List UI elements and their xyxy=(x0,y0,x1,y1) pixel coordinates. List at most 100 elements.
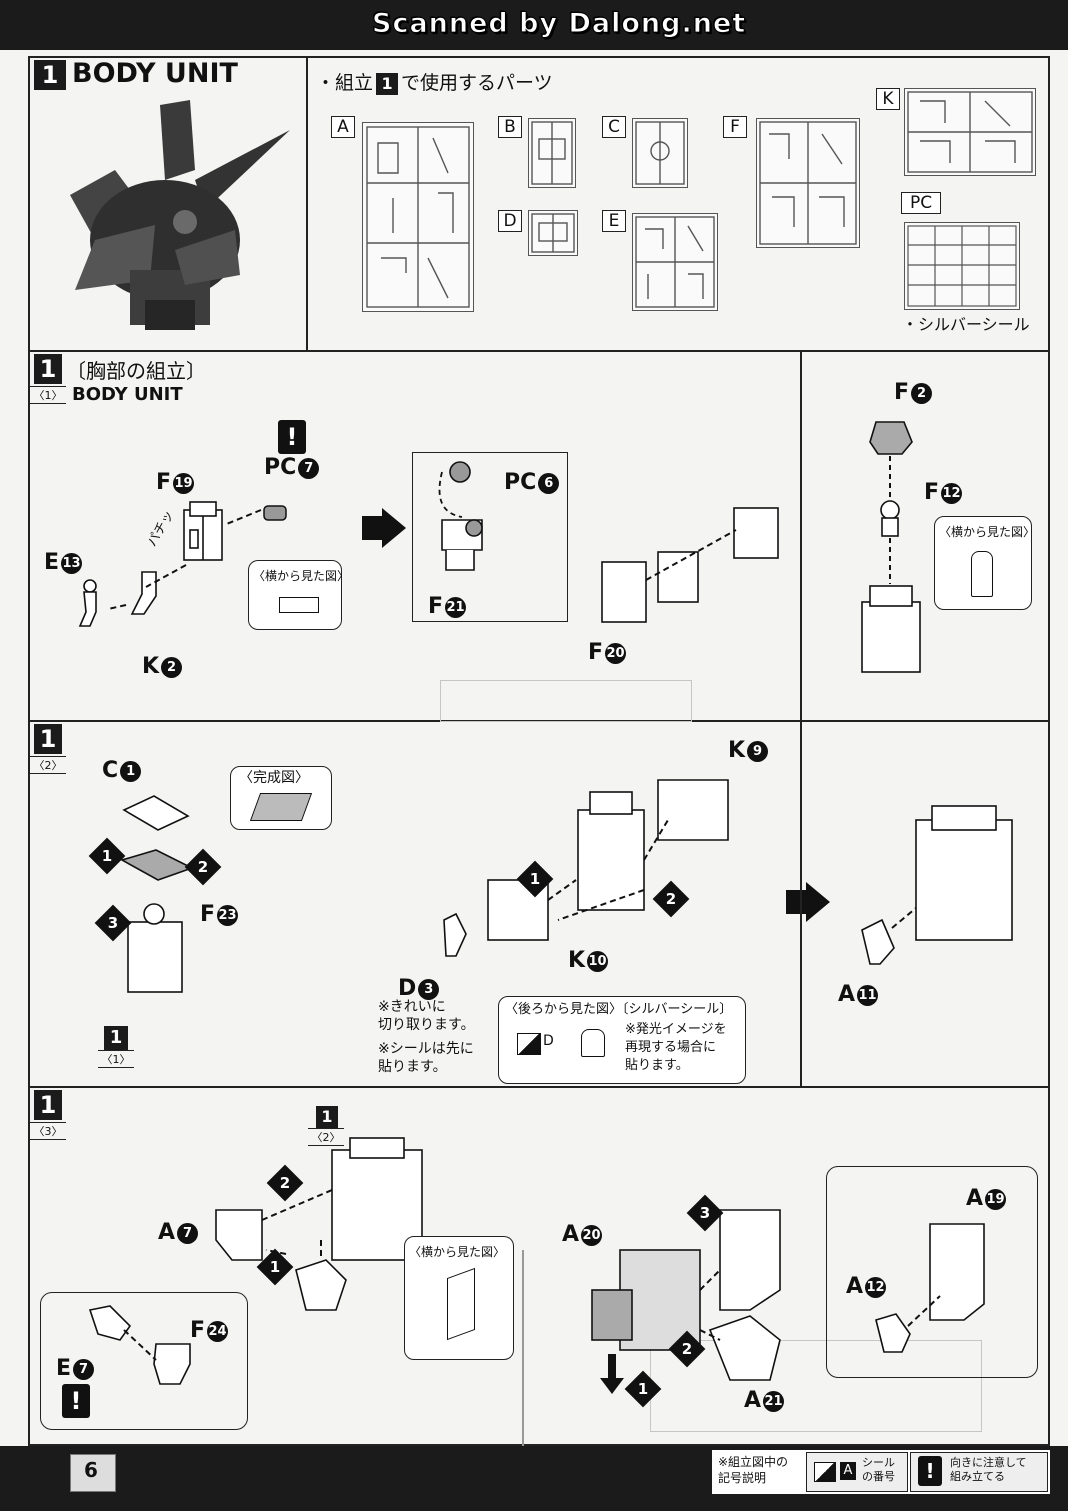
step-1-diamond-b: 1 xyxy=(516,860,554,898)
part-a19-a12 xyxy=(870,1216,1000,1356)
part-f2-stack xyxy=(856,414,926,690)
silver-sticker-label: ・シルバーシール xyxy=(902,315,1030,334)
down-arrow xyxy=(600,1354,624,1394)
runner-pc xyxy=(904,222,1020,310)
part-e7-f24 xyxy=(84,1300,204,1400)
dashed-arrows-s1 xyxy=(96,505,271,615)
page-number-box xyxy=(70,1454,116,1492)
legend-seal-icon xyxy=(814,1462,836,1482)
part-pc6-assembly xyxy=(432,460,502,580)
page-title: BODY UNIT xyxy=(72,58,238,89)
step-2-diamond-d: 2 xyxy=(668,1330,706,1368)
step-3-diamond: 3 xyxy=(94,904,132,942)
parts-step-box: 1 xyxy=(376,73,399,95)
runner-e xyxy=(632,213,718,311)
runner-label-k: K xyxy=(876,88,900,110)
runner-label-e: E xyxy=(602,210,626,232)
legend-seal-text: シール の番号 xyxy=(862,1456,895,1483)
runner-f xyxy=(756,118,860,248)
subassembly-box xyxy=(412,452,568,622)
runner-label-d: D xyxy=(498,210,522,232)
caution-icon: ! xyxy=(278,420,306,454)
section2-sub: 〈2〉 xyxy=(30,756,66,774)
ref-step-sub: 〈1〉 xyxy=(98,1050,134,1068)
runner-label-a: A xyxy=(331,116,355,138)
section3-num: 1 xyxy=(34,1090,62,1120)
section1-divider xyxy=(800,350,802,722)
legend-title: ※組立図中の 記号説明 xyxy=(718,1455,789,1485)
ref-step-box-2: 1 xyxy=(316,1106,338,1128)
top-bar: Scanned by Dalong.net xyxy=(0,0,1068,50)
step-2-diamond-c: 2 xyxy=(266,1164,304,1202)
step-1-diamond: 1 xyxy=(88,837,126,875)
subassembly-box-s3b xyxy=(826,1166,1038,1378)
runner-d xyxy=(528,210,578,256)
runner-b xyxy=(528,118,576,188)
section2-divider xyxy=(800,720,802,1088)
section1-title-jp: 〔胸部の組立〕 xyxy=(66,359,206,383)
step-1-diamond-d: 1 xyxy=(624,1370,662,1408)
next-arrow-1 xyxy=(362,508,406,548)
part-k2 xyxy=(120,568,164,618)
part-k9-k10-assembly xyxy=(438,770,748,960)
header-divider xyxy=(306,56,308,352)
ghost-panel xyxy=(440,680,692,722)
section1-sub: 〈1〉 xyxy=(30,386,66,404)
part-c1-f23-stack xyxy=(112,790,202,1010)
watermark: Scanned by Dalong.net xyxy=(371,8,747,40)
runner-label-b: B xyxy=(498,116,522,138)
legend-seal-box xyxy=(806,1452,908,1492)
back-view-box: 〈後ろから見た図〉〔シルバーシール〕 D ※発光イメージを 再現する場合に 貼り… xyxy=(498,996,746,1084)
note-apply-seal-first: ※シールは先に 貼ります。 xyxy=(378,1041,474,1075)
next-arrow-2 xyxy=(786,882,830,922)
section1-title-en: BODY UNIT xyxy=(72,384,183,405)
side-view-box-1: 〈横から見た図〉 xyxy=(248,560,349,630)
complete-view-box: 〈完成図〉 xyxy=(230,766,332,830)
step-number-box: 1 xyxy=(34,60,66,90)
note-cut-cleanly: ※きれいに 切り取ります。 xyxy=(378,999,475,1033)
step-2-diamond-b: 2 xyxy=(652,880,690,918)
part-f20-assembly xyxy=(596,500,786,640)
caution-icon-2: ! xyxy=(62,1384,90,1418)
step-3-diamond-d: 3 xyxy=(686,1194,724,1232)
runner-k xyxy=(904,88,1036,176)
page-number: 6 xyxy=(84,1458,98,1482)
side-view-box-2: 〈横から見た図〉 xyxy=(934,516,1035,610)
part-pc7 xyxy=(262,504,288,522)
ref-step-sub-2: 〈2〉 xyxy=(308,1128,344,1146)
section3-divider xyxy=(522,1250,524,1446)
legend-seal-letter: A xyxy=(840,1462,856,1480)
runner-label-pc: PC xyxy=(901,192,941,214)
section1-num: 1 xyxy=(34,354,62,384)
runner-a xyxy=(362,122,474,312)
part-f19 xyxy=(178,500,230,570)
subassembly-box-s3 xyxy=(40,1292,248,1430)
section2-num: 1 xyxy=(34,724,62,754)
side-view-box-3: 〈横から見た図〉 xyxy=(404,1236,514,1360)
part-body-a11 xyxy=(856,800,1026,970)
part-e13 xyxy=(68,578,104,630)
ref-step-box: 1 xyxy=(104,1026,128,1050)
section3-sub: 〈3〉 xyxy=(30,1122,66,1140)
legend-warn-text: 向きに注意して 組み立てる xyxy=(950,1456,1027,1483)
